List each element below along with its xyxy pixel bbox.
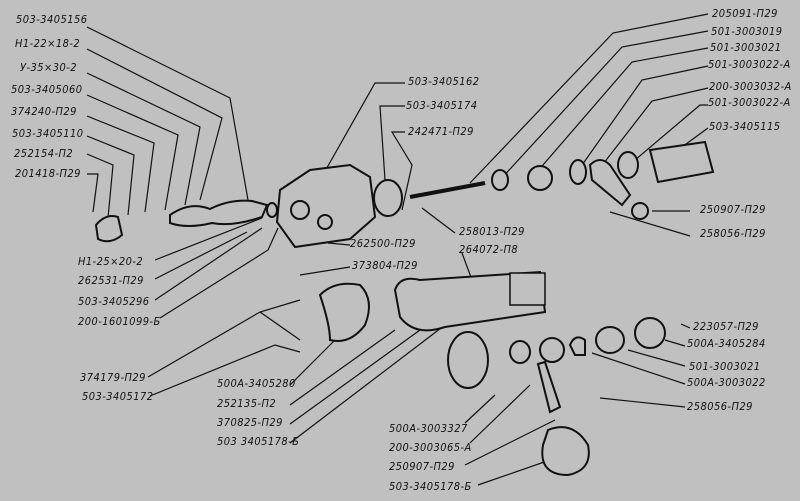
part-label: 201418-П29	[15, 167, 81, 180]
part-label: 503-3405162	[408, 75, 480, 88]
part-label: 500А-3405280	[217, 377, 296, 390]
part-label: 501-3003022-А	[708, 96, 791, 109]
worm-shaft-part	[169, 199, 269, 227]
part-label: 503-3405178-Б	[389, 480, 472, 493]
part-label: 205091-П29	[712, 7, 778, 20]
part-label: 258056-П29	[700, 227, 766, 240]
part-label: 500А-3003022	[687, 376, 766, 389]
part-label: 258056-П29	[687, 400, 753, 413]
part-label: 264072-П8	[459, 243, 519, 256]
part-label: 501-3003019	[711, 25, 783, 38]
part-label: 503 3405178-Б	[217, 435, 300, 448]
part-label: 200-3003065-А	[389, 441, 472, 454]
ball-socket-part	[541, 426, 590, 477]
part-label: У-35×30-2	[20, 61, 78, 74]
cover-part	[373, 179, 403, 217]
housing-part	[393, 270, 547, 332]
part-label: 262531-П29	[78, 274, 144, 287]
part-label: 503-3405156	[16, 13, 88, 26]
part-label: 250907-П29	[700, 203, 766, 216]
part-label: 501-3003021	[710, 41, 782, 54]
part-label: 503-3405060	[11, 83, 83, 96]
part-label: 262500-П29	[350, 237, 416, 250]
part-label: Н1-22×18-2	[15, 37, 81, 50]
part-label: 258013-П29	[459, 225, 525, 238]
part-label: 223057-П29	[693, 320, 759, 333]
steering-box-part	[275, 163, 377, 249]
cap-part	[94, 215, 124, 243]
part-label: 503-3405115	[709, 120, 781, 133]
part-label: 373804-П29	[352, 259, 418, 272]
part-label: 374179-П29	[80, 371, 146, 384]
part-label: 503-3405296	[78, 295, 150, 308]
part-label: 500А-3003327	[389, 422, 468, 435]
part-label: 503-3405110	[12, 127, 84, 140]
bracket-part	[318, 282, 370, 342]
part-label: 501-3003022-А	[708, 58, 791, 71]
part-label: 250907-П29	[389, 460, 455, 473]
part-label: Н1-25×20-2	[78, 255, 144, 268]
part-label: 252154-П2	[14, 147, 74, 160]
part-label: 242471-П29	[408, 125, 474, 138]
part-label: 370825-П29	[217, 416, 283, 429]
part-label: 501-3003021	[689, 360, 761, 373]
part-label: 200-1601099-Б	[78, 315, 161, 328]
part-label: 503-3405172	[82, 390, 154, 403]
part-label: 503-3405174	[406, 99, 478, 112]
parts	[94, 140, 715, 477]
part-label: 500А-3405284	[687, 337, 766, 350]
leader-lines	[86, 13, 709, 486]
tube-part	[648, 140, 715, 184]
part-label: 374240-П29	[11, 105, 77, 118]
part-label: 200-3003032-А	[709, 80, 792, 93]
part-label: 252135-П2	[217, 397, 277, 410]
rod-part	[409, 181, 486, 199]
